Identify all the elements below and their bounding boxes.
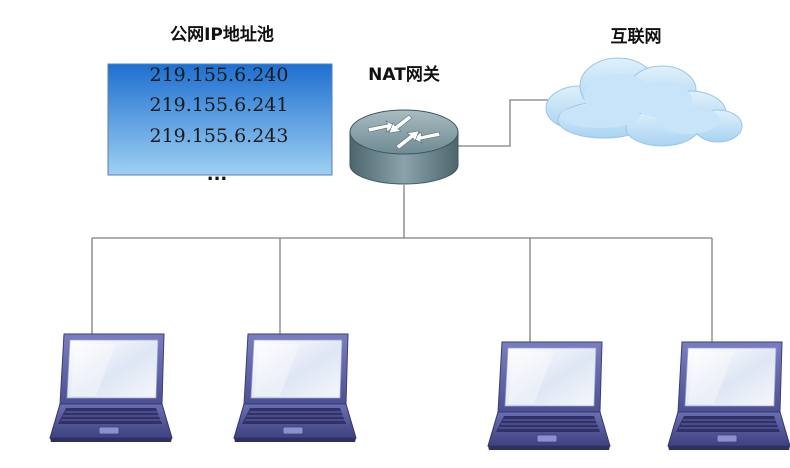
laptop-icon [49, 333, 173, 443]
ip-address-1: 219.155.6.240 [149, 64, 288, 86]
connection-lines [91, 99, 713, 342]
laptop-icon [487, 341, 611, 451]
ip-address-2: 219.155.6.241 [149, 94, 288, 116]
laptop-icon [233, 333, 357, 443]
laptops [49, 333, 790, 451]
ip-pool-box [107, 63, 333, 176]
nat-gateway: NAT网关 [349, 64, 459, 185]
router-to-internet-line [458, 99, 560, 147]
ip-pool: 公网IP地址池 219.155.6.240 219.155.6.241 219.… [107, 24, 333, 185]
internet: 互联网 [545, 27, 743, 147]
ip-address-3: 219.155.6.243 [149, 125, 288, 147]
ip-pool-title: 公网IP地址池 [170, 24, 274, 45]
router-icon [349, 109, 459, 185]
laptop-icon [667, 341, 790, 451]
ip-pool-ellipsis: ... [207, 164, 228, 185]
internet-title: 互联网 [611, 27, 662, 47]
nat-gateway-title: NAT网关 [368, 64, 440, 85]
